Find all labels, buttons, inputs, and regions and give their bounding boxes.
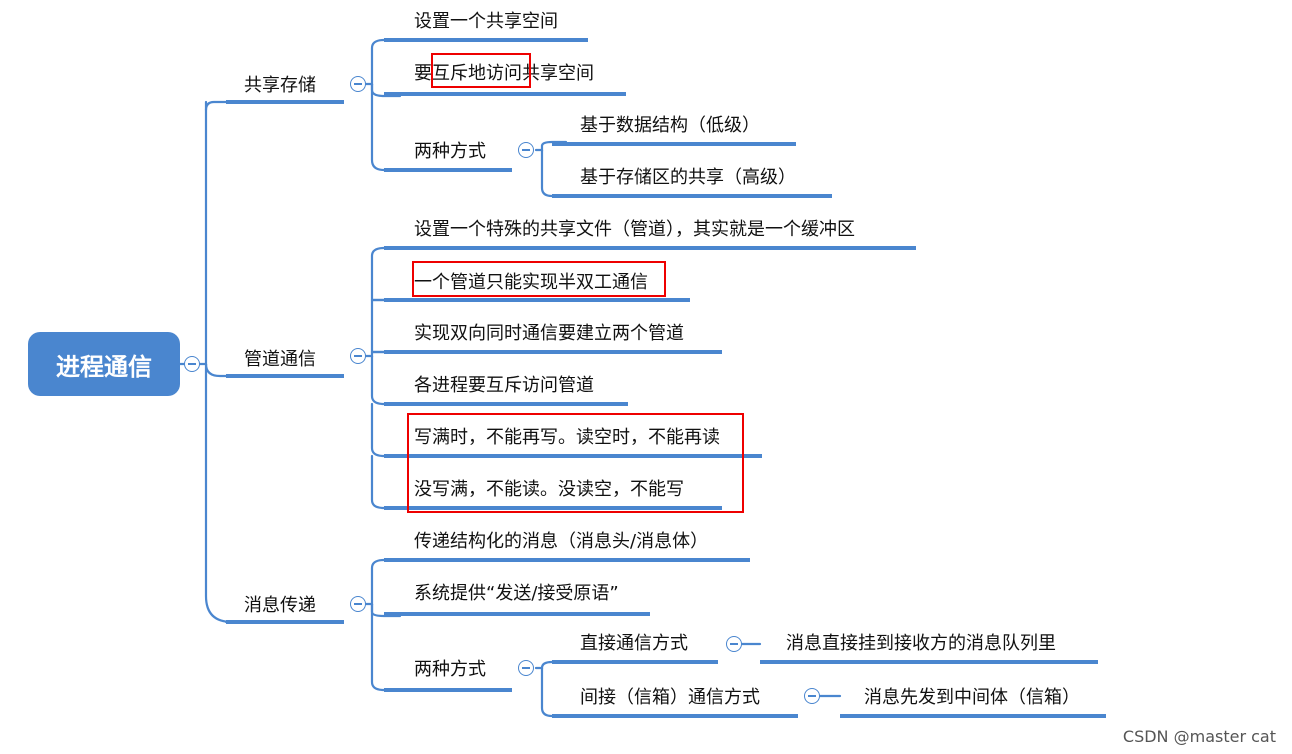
msg-child-3b1[interactable]: 消息先发到中间体（信箱） [864, 687, 1080, 708]
pipe-child-6[interactable]: 没写满，不能读。没读空，不能写 [414, 479, 684, 500]
msg-child-3b1-underline [840, 714, 1106, 718]
shared-child-1-underline [384, 38, 588, 42]
shared-child-3a[interactable]: 基于数据结构（低级） [580, 115, 760, 136]
shared-child-3-underline [384, 168, 512, 172]
pipe-child-4-underline [384, 402, 628, 406]
root-node[interactable]: 进程通信 [28, 332, 180, 396]
branch-shared-label[interactable]: 共享存储 [244, 75, 316, 96]
pipe-child-5[interactable]: 写满时，不能再写。读空时，不能再读 [414, 427, 720, 448]
collapse-icon[interactable] [350, 348, 366, 364]
shared-child-3b[interactable]: 基于存储区的共享（高级） [580, 167, 796, 188]
collapse-icon[interactable] [518, 660, 534, 676]
shared-child-1[interactable]: 设置一个共享空间 [414, 11, 558, 32]
pipe-child-6-underline [384, 506, 722, 510]
pipe-child-3-underline [384, 350, 722, 354]
pipe-child-2[interactable]: 一个管道只能实现半双工通信 [414, 272, 648, 293]
branch-pipe-underline [226, 374, 344, 378]
shared-child-3a-underline [552, 142, 796, 146]
pipe-child-4[interactable]: 各进程要互斥访问管道 [414, 375, 594, 396]
shared-child-2-underline [384, 92, 626, 96]
msg-child-2[interactable]: 系统提供“发送/接受原语” [414, 583, 619, 604]
msg-child-1-underline [384, 558, 750, 562]
collapse-icon[interactable] [184, 356, 200, 372]
pipe-child-1[interactable]: 设置一个特殊的共享文件（管道），其实就是一个缓冲区 [414, 219, 855, 240]
collapse-icon[interactable] [350, 596, 366, 612]
branch-pipe-label[interactable]: 管道通信 [244, 349, 316, 370]
pipe-child-1-underline [384, 246, 916, 250]
msg-child-3a[interactable]: 直接通信方式 [580, 633, 688, 654]
collapse-icon[interactable] [804, 688, 820, 704]
collapse-icon[interactable] [350, 76, 366, 92]
msg-child-3a-underline [552, 660, 718, 664]
highlight-box [407, 413, 744, 513]
collapse-icon[interactable] [518, 142, 534, 158]
watermark: CSDN @master cat [1122, 727, 1276, 746]
branch-msg-label[interactable]: 消息传递 [244, 595, 316, 616]
shared-child-2-pre: 要 [414, 63, 432, 84]
msg-child-3b-underline [552, 714, 798, 718]
shared-child-3b-underline [552, 194, 832, 198]
branch-shared-underline [226, 100, 344, 104]
highlight-box [431, 53, 531, 88]
shared-child-2-post: 共享空间 [522, 63, 594, 84]
pipe-child-5-underline [384, 454, 762, 458]
msg-child-2-underline [384, 612, 650, 616]
msg-child-3a1-underline [760, 660, 1098, 664]
branch-msg-underline [226, 620, 344, 624]
highlight-box [412, 261, 666, 297]
shared-child-2-highlight: 互斥地访问 [432, 63, 522, 84]
msg-child-3a1[interactable]: 消息直接挂到接收方的消息队列里 [786, 633, 1056, 654]
pipe-child-2-underline [384, 298, 690, 302]
msg-child-3[interactable]: 两种方式 [414, 659, 486, 680]
msg-child-1[interactable]: 传递结构化的消息（消息头/消息体） [414, 531, 709, 552]
pipe-child-3[interactable]: 实现双向同时通信要建立两个管道 [414, 323, 684, 344]
collapse-icon[interactable] [726, 636, 742, 652]
shared-child-2[interactable]: 要互斥地访问共享空间 [414, 64, 594, 84]
shared-child-3[interactable]: 两种方式 [414, 141, 486, 162]
msg-child-3-underline [384, 688, 512, 692]
msg-child-3b[interactable]: 间接（信箱）通信方式 [580, 687, 760, 708]
